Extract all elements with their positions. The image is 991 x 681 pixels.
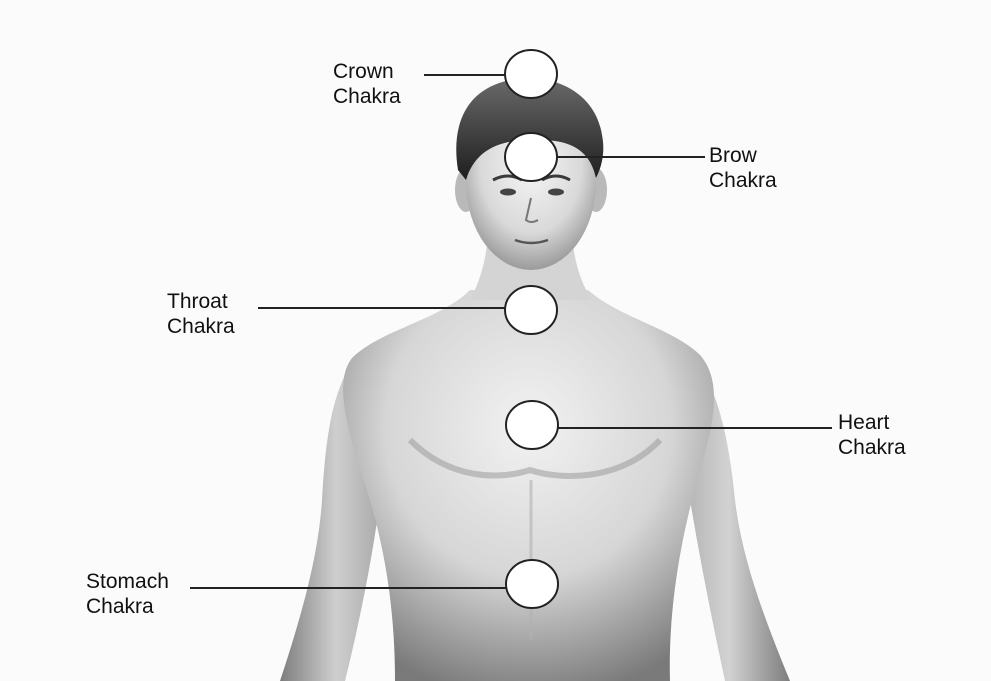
stomach-label-line2: Chakra (86, 594, 169, 619)
stomach-label-line1: Stomach (86, 569, 169, 594)
stomach-chakra-circle (506, 560, 558, 608)
crown-chakra-label: Crown Chakra (333, 59, 401, 109)
crown-chakra-circle (505, 50, 557, 98)
stomach-chakra-label: Stomach Chakra (86, 569, 169, 619)
throat-chakra-label: Throat Chakra (167, 289, 235, 339)
crown-label-line2: Chakra (333, 84, 401, 109)
heart-chakra-label: Heart Chakra (838, 410, 906, 460)
throat-chakra-circle (505, 286, 557, 334)
heart-label-line1: Heart (838, 410, 906, 435)
left-eye (500, 189, 516, 196)
crown-label-line1: Crown (333, 59, 401, 84)
brow-label-line1: Brow (709, 143, 777, 168)
heart-chakra-circle (506, 401, 558, 449)
throat-label-line2: Chakra (167, 314, 235, 339)
throat-label-line1: Throat (167, 289, 235, 314)
right-eye (548, 189, 564, 196)
brow-chakra-label: Brow Chakra (709, 143, 777, 193)
heart-label-line2: Chakra (838, 435, 906, 460)
brow-label-line2: Chakra (709, 168, 777, 193)
torso (343, 290, 714, 681)
brow-chakra-circle (505, 133, 557, 181)
